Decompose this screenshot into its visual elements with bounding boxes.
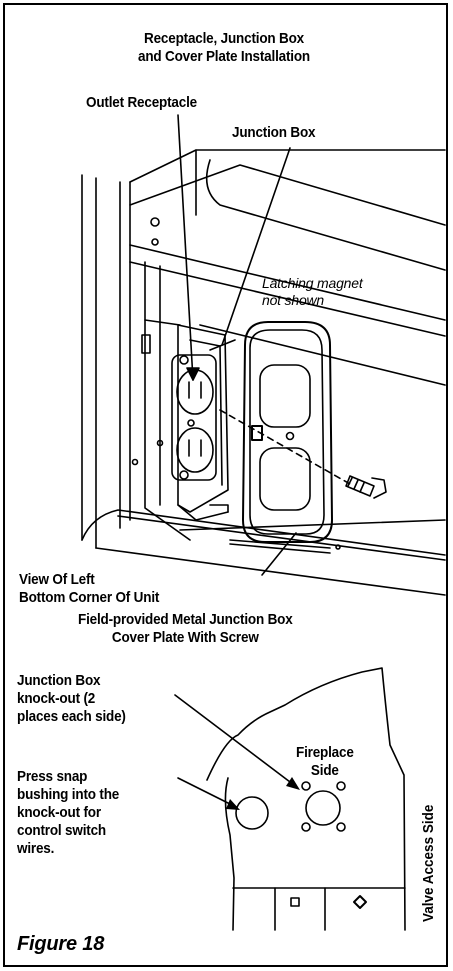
cover-plate-shape <box>242 321 333 543</box>
label-outlet-receptacle: Outlet Receptacle <box>86 94 197 111</box>
label-junction-box: Junction Box <box>232 124 316 141</box>
label-knockout: Junction Box knock-out (2 places each si… <box>17 672 126 725</box>
label-cover-plate: Field-provided Metal Junction Box Cover … <box>78 611 293 646</box>
label-press-snap: Press snap bushing into the knock-out fo… <box>17 768 120 857</box>
label-latching-magnet: Latching magnet not shown <box>262 275 363 308</box>
label-fireplace-side: Fireplace Side <box>296 744 354 779</box>
diagram-title: Receptacle, Junction Box and Cover Plate… <box>138 30 311 65</box>
figure-frame <box>3 3 448 967</box>
lower-leaders <box>174 694 300 810</box>
label-valve-access-side: Valve Access Side <box>420 804 437 922</box>
upper-leaders <box>177 114 297 576</box>
cover-screw <box>345 475 387 499</box>
figure-label: Figure 18 <box>17 933 105 955</box>
unit-cabinet <box>81 149 446 596</box>
side-panel <box>206 667 406 931</box>
label-view-left-corner: View Of Left Bottom Corner Of Unit <box>19 571 160 606</box>
